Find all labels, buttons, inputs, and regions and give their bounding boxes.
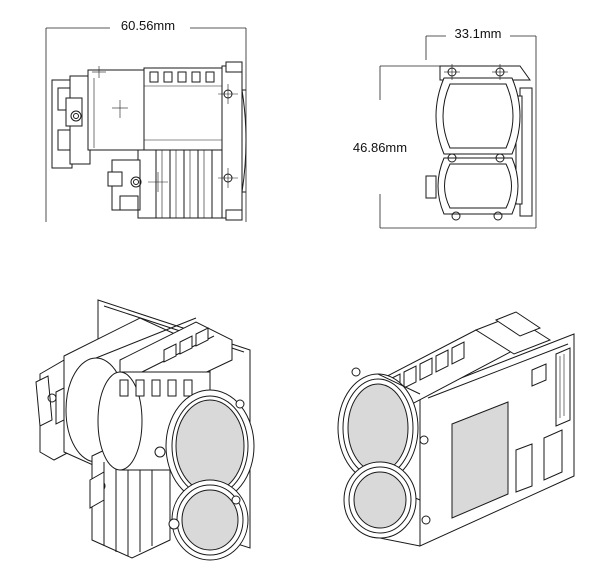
side-view: 60.56mm (45, 18, 247, 222)
width-dimension-label: 33.1mm (455, 26, 502, 41)
length-dimension: 60.56mm (45, 18, 247, 222)
height-dimension: 46.86mm (353, 65, 536, 229)
height-dimension-label: 46.86mm (353, 140, 407, 155)
isometric-view-rear (337, 311, 575, 547)
isometric-view-front (35, 299, 255, 561)
front-view: 33.1mm 46.86mm (353, 26, 537, 229)
width-dimension: 33.1mm (425, 26, 537, 228)
side-front-plate (221, 65, 243, 219)
iso-b-main-chip (451, 401, 509, 519)
side-body (87, 69, 149, 151)
front-upper-lens (435, 77, 521, 155)
front-lower-lens (437, 157, 519, 215)
length-dimension-label: 60.56mm (121, 18, 175, 33)
